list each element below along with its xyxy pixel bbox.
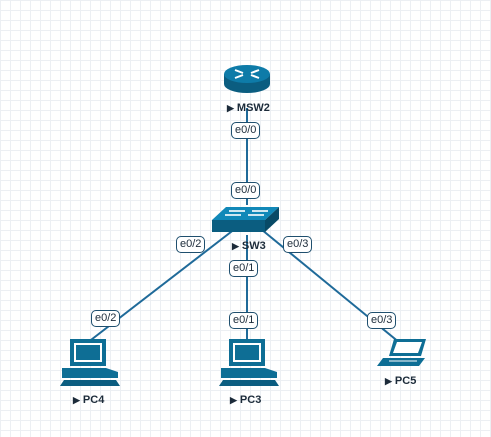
port-label-pc3-e0-1: e0/1 (229, 312, 259, 329)
expand-triangle-icon[interactable]: ▶ (227, 103, 234, 113)
node-label-pc5: ▶PC5 (385, 375, 417, 387)
node-label-sw3: ▶SW3 (232, 240, 266, 252)
node-label-msw2: ▶MSW2 (227, 102, 270, 114)
node-label-pc4: ▶PC4 (73, 394, 105, 406)
node-label-pc3: ▶PC3 (230, 394, 262, 406)
desktop-pc-icon[interactable] (60, 339, 120, 386)
expand-triangle-icon[interactable]: ▶ (230, 395, 237, 405)
port-label-msw2-e0-0: e0/0 (231, 122, 261, 139)
port-label-sw3-e0-1: e0/1 (229, 260, 259, 277)
router-icon[interactable] (224, 65, 270, 93)
port-label-sw3-e0-2: e0/2 (176, 236, 206, 253)
port-label-pc4-e0-2: e0/2 (91, 310, 121, 327)
desktop-pc-icon[interactable] (219, 339, 279, 386)
expand-triangle-icon[interactable]: ▶ (73, 395, 80, 405)
expand-triangle-icon[interactable]: ▶ (232, 241, 239, 251)
port-label-sw3-e0-0: e0/0 (231, 182, 261, 199)
port-label-sw3-e0-3: e0/3 (283, 236, 313, 253)
laptop-icon[interactable] (377, 339, 426, 366)
switch-icon[interactable] (212, 207, 279, 232)
expand-triangle-icon[interactable]: ▶ (385, 376, 392, 386)
port-label-pc5-e0-3: e0/3 (367, 312, 397, 329)
